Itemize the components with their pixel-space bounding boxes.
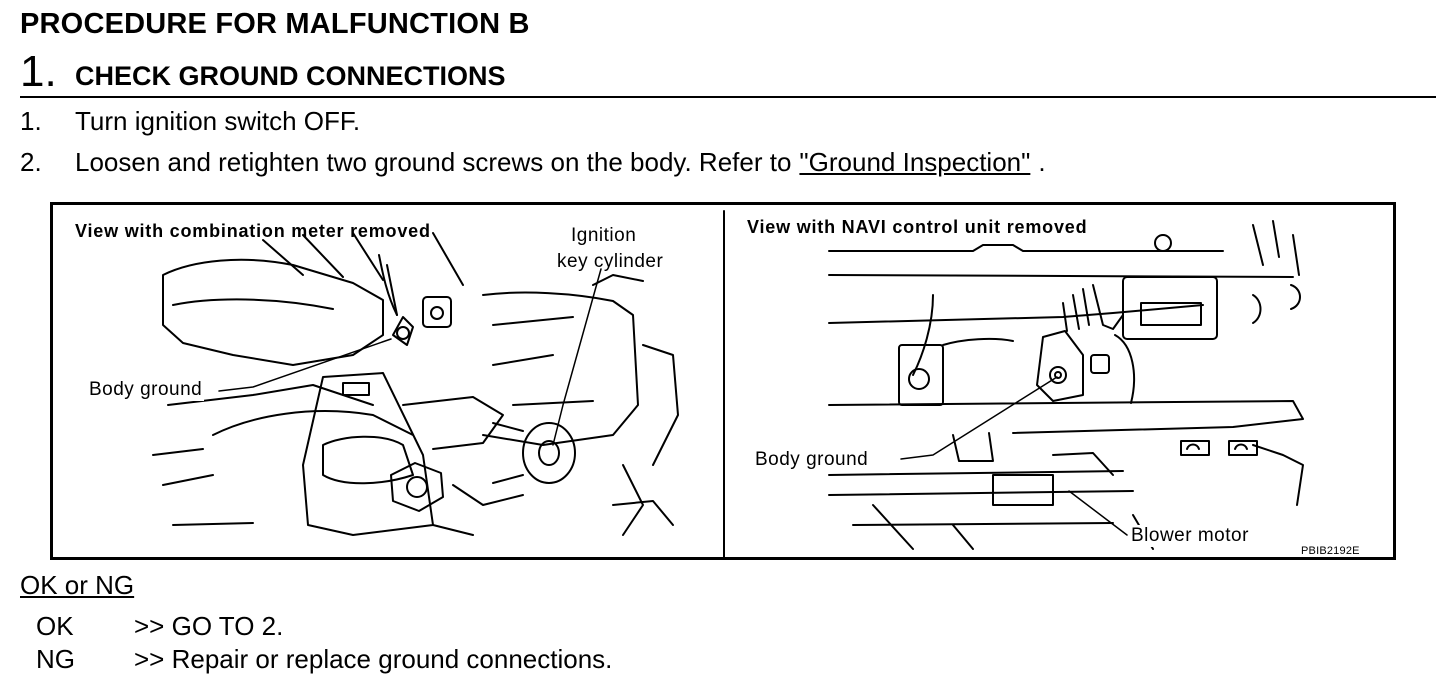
right-body-ground-label: Body ground xyxy=(753,449,871,471)
step-title: CHECK GROUND CONNECTIONS xyxy=(75,61,506,91)
ground-inspection-link[interactable]: "Ground Inspection" xyxy=(799,147,1031,177)
illustration-drawing xyxy=(152,210,1304,557)
ignition-key-label-line2: key cylinder xyxy=(557,251,664,272)
blower-motor-label: Blower motor xyxy=(1129,525,1251,547)
result-key: NG xyxy=(36,644,75,674)
instruction-number: 1. xyxy=(20,106,42,136)
ignition-key-label-line1: Ignition xyxy=(571,225,637,246)
figure-code: PBIB2192E xyxy=(1301,545,1360,557)
right-view-title: View with NAVI control unit removed xyxy=(747,217,1092,238)
instruction-text-wrap: Loosen and retighten two ground screws o… xyxy=(75,147,1046,178)
result-key: OK xyxy=(36,611,74,641)
right-panel-art xyxy=(828,220,1304,550)
wiring-illustration: View with combination meter removed Igni… xyxy=(50,202,1396,560)
left-body-ground-label: Body ground xyxy=(87,379,205,401)
step-header: 1. CHECK GROUND CONNECTIONS xyxy=(20,48,1436,98)
step-number: 1. xyxy=(20,47,57,96)
left-view-title: View with combination meter removed xyxy=(75,221,431,241)
instruction-number: 2. xyxy=(20,147,42,177)
procedure-title: PROCEDURE FOR MALFUNCTION B xyxy=(20,8,530,40)
result-action: >> GO TO 2. xyxy=(134,611,284,641)
result-action: >> Repair or replace ground connections. xyxy=(134,644,613,674)
instruction-text: Turn ignition switch OFF. xyxy=(75,106,361,136)
instruction-suffix: . xyxy=(1038,147,1046,177)
left-panel-art xyxy=(152,232,679,536)
result-heading: OK or NG xyxy=(20,570,135,600)
instruction-text: Loosen and retighten two ground screws o… xyxy=(75,147,792,177)
